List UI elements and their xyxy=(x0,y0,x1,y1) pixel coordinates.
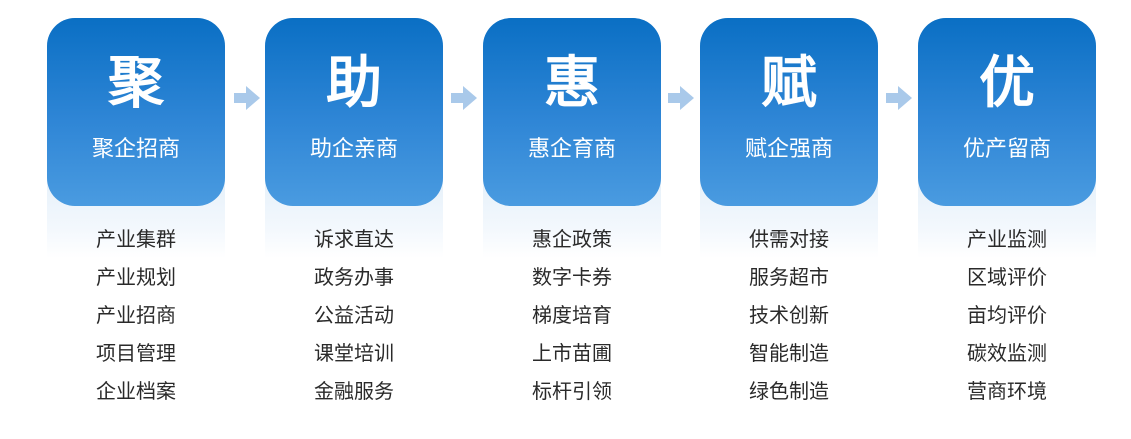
list-item: 智能制造 xyxy=(749,341,829,365)
column-header: 助 助企亲商 xyxy=(265,18,443,206)
list-item: 技术创新 xyxy=(749,303,829,327)
list-item: 产业招商 xyxy=(96,303,176,327)
list-item: 标杆引领 xyxy=(532,379,612,403)
column-header: 优 优产留商 xyxy=(918,18,1096,206)
list-item: 惠企政策 xyxy=(532,227,612,251)
column-fu: 赋 赋企强商 供需对接 服务超市 技术创新 智能制造 绿色制造 xyxy=(700,18,878,418)
column-title: 赋企强商 xyxy=(744,137,833,162)
column-item-list: 产业监测 区域评价 亩均评价 碳效监测 营商环境 xyxy=(918,220,1096,410)
list-item: 碳效监测 xyxy=(967,341,1047,365)
list-item: 项目管理 xyxy=(96,341,176,365)
column-item-list: 惠企政策 数字卡券 梯度培育 上市苗圃 标杆引领 xyxy=(483,220,661,410)
list-item: 政务办事 xyxy=(314,265,394,289)
column-item-list: 诉求直达 政务办事 公益活动 课堂培训 金融服务 xyxy=(265,220,443,410)
column-title: 聚企招商 xyxy=(91,137,180,162)
column-zhu: 助 助企亲商 诉求直达 政务办事 公益活动 课堂培训 金融服务 xyxy=(265,18,443,418)
list-item: 梯度培育 xyxy=(532,303,612,327)
list-item: 供需对接 xyxy=(749,227,829,251)
list-item: 服务超市 xyxy=(749,265,829,289)
list-item: 产业规划 xyxy=(96,265,176,289)
list-item: 产业集群 xyxy=(96,227,176,251)
column-big-char: 赋 xyxy=(761,51,817,116)
column-you: 优 优产留商 产业监测 区域评价 亩均评价 碳效监测 营商环境 xyxy=(918,18,1096,418)
column-big-char: 助 xyxy=(326,51,382,116)
column-title: 优产留商 xyxy=(962,137,1051,162)
column-item-list: 产业集群 产业规划 产业招商 项目管理 企业档案 xyxy=(47,220,225,410)
list-item: 课堂培训 xyxy=(314,341,394,365)
list-item: 公益活动 xyxy=(314,303,394,327)
list-item: 企业档案 xyxy=(96,379,176,403)
list-item: 数字卡券 xyxy=(532,265,612,289)
column-title: 惠企育商 xyxy=(527,137,616,162)
list-item: 金融服务 xyxy=(314,379,394,403)
list-item: 绿色制造 xyxy=(749,379,829,403)
column-header: 惠 惠企育商 xyxy=(483,18,661,206)
list-item: 亩均评价 xyxy=(967,303,1047,327)
list-item: 诉求直达 xyxy=(314,227,394,251)
column-header: 赋 赋企强商 xyxy=(700,18,878,206)
list-item: 上市苗圃 xyxy=(532,341,612,365)
arrow-right-icon xyxy=(234,86,260,110)
arrow-right-icon xyxy=(668,86,694,110)
column-item-list: 供需对接 服务超市 技术创新 智能制造 绿色制造 xyxy=(700,220,878,410)
column-big-char: 惠 xyxy=(544,51,600,116)
column-big-char: 聚 xyxy=(108,51,164,116)
list-item: 区域评价 xyxy=(967,265,1047,289)
arrow-right-icon xyxy=(886,86,912,110)
list-item: 产业监测 xyxy=(967,227,1047,251)
column-big-char: 优 xyxy=(979,51,1035,116)
arrow-right-icon xyxy=(451,86,477,110)
column-hui: 惠 惠企育商 惠企政策 数字卡券 梯度培育 上市苗圃 标杆引领 xyxy=(483,18,661,418)
list-item: 营商环境 xyxy=(967,379,1047,403)
column-header: 聚 聚企招商 xyxy=(47,18,225,206)
column-title: 助企亲商 xyxy=(309,137,398,162)
column-ju: 聚 聚企招商 产业集群 产业规划 产业招商 项目管理 企业档案 xyxy=(47,18,225,418)
